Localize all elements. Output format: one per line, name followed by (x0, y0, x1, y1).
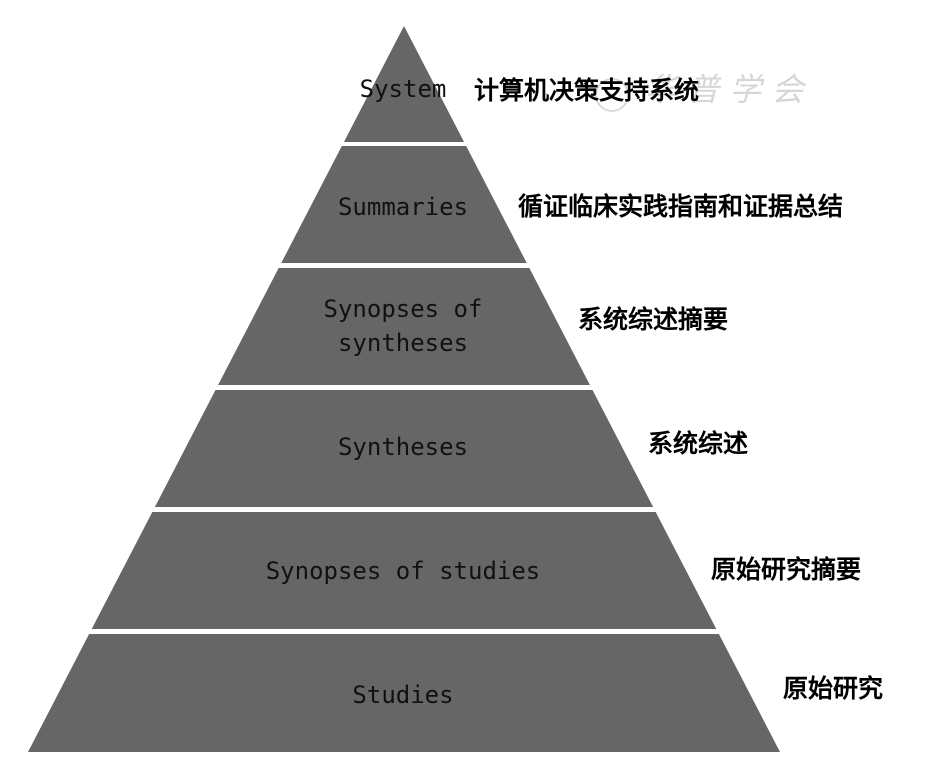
pyramid-tier-5 (91, 512, 717, 629)
tier-label-5: Synopses of studies (266, 557, 541, 585)
tier-label-3-line-1: Synopses of (324, 295, 483, 323)
pyramid-tier-1 (343, 26, 465, 142)
tier-label-1: System (360, 75, 447, 103)
watermark-seal-icon (595, 78, 629, 112)
pyramid-tier-2 (281, 146, 527, 263)
tier-annotation-5: 原始研究摘要 (711, 555, 861, 584)
tier-annotation-1: 计算机决策支持系统 (474, 76, 699, 105)
watermark-text: 华 普 学 会 (645, 71, 807, 109)
tier-annotation-4: 系统综述 (648, 429, 748, 458)
pyramid-tiers (28, 26, 780, 752)
tier-annotation-2: 循证临床实践指南和证据总结 (518, 192, 843, 221)
tier-annotation-3: 系统综述摘要 (578, 305, 728, 334)
tier-label-2: Summaries (338, 193, 468, 221)
pyramid-tier-3 (218, 268, 590, 385)
pyramid-annotations: 计算机决策支持系统循证临床实践指南和证据总结系统综述摘要系统综述原始研究摘要原始… (474, 76, 883, 703)
tier-label-6: Studies (352, 681, 453, 709)
pyramid-tier-6 (28, 634, 780, 752)
tier-annotation-6: 原始研究 (783, 674, 883, 703)
pyramid-tier-4 (154, 390, 654, 507)
tier-label-3-line-2: syntheses (338, 329, 468, 357)
watermark: 华 普 学 会 (595, 71, 807, 112)
tier-label-4: Syntheses (338, 433, 468, 461)
